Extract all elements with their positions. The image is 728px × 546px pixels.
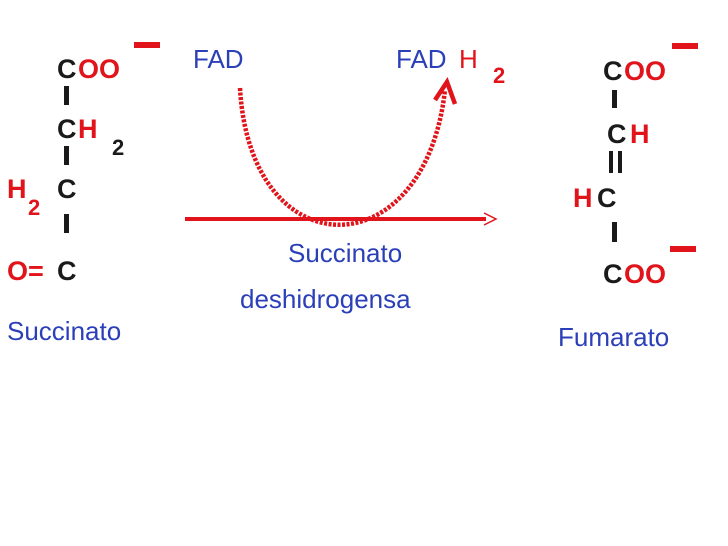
fumarate-ch-hydrogen: H	[630, 119, 650, 149]
fumarate-top-negative-charge	[672, 43, 698, 49]
succinate-ch2-carbon: C	[57, 114, 77, 144]
succinate-h2c-subscript: 2	[28, 195, 41, 220]
fumarate-bottom-oxygens: OO	[624, 259, 667, 289]
fumarate-hc-carbon: C	[597, 183, 617, 213]
succinate-top-carbon: C	[57, 54, 77, 84]
fumarate-bond-1	[612, 90, 617, 108]
fumarate-top-carbon: C	[603, 56, 623, 86]
succinate-h2c-carbon: C	[57, 174, 77, 204]
fumarate-name: Fumarato	[558, 322, 670, 352]
succinate-name: Succinato	[7, 316, 122, 346]
succinate-top-negative-charge	[134, 42, 160, 48]
fumarate-bottom-carbon: C	[603, 259, 623, 289]
enzyme-name-line1: Succinato	[288, 238, 403, 268]
fad-reduction-arrowhead	[433, 77, 458, 105]
fadh2-label-subscript: 2	[493, 63, 506, 88]
succinate-ch2-subscript: 2	[112, 135, 125, 160]
succinate-bottom-carbon: C	[57, 256, 77, 286]
succinate-carboxylate-oxygens: OO	[78, 54, 121, 84]
fadh2-label-base: FAD	[396, 44, 447, 74]
succinate-bond-1	[64, 86, 69, 105]
succinate-carbonyl-oxygen: O=	[7, 256, 44, 286]
enzyme-name-line2: deshidrogensa	[240, 284, 411, 314]
fumarate-hc-hydrogen: H	[573, 183, 593, 213]
fad-label: FAD	[193, 44, 244, 74]
fad-reduction-arrow	[237, 87, 448, 227]
fumarate-bottom-negative-charge	[670, 246, 696, 252]
succinate-bond-2	[64, 146, 69, 165]
fumarate-double-bond-b	[618, 151, 622, 173]
succinate-bond-3	[64, 214, 69, 233]
fumarate-double-bond-a	[609, 151, 613, 173]
fumarate-bond-3	[612, 222, 617, 242]
fadh2-label-hydrogen: H	[459, 44, 478, 74]
fumarate-top-oxygens: OO	[624, 56, 667, 86]
succinate-ch2-hydrogen: H	[78, 114, 98, 144]
fumarate-ch-carbon: C	[607, 119, 627, 149]
main-reaction-arrowhead	[483, 212, 498, 226]
succinate-h2c-hydrogen: H	[7, 174, 27, 204]
